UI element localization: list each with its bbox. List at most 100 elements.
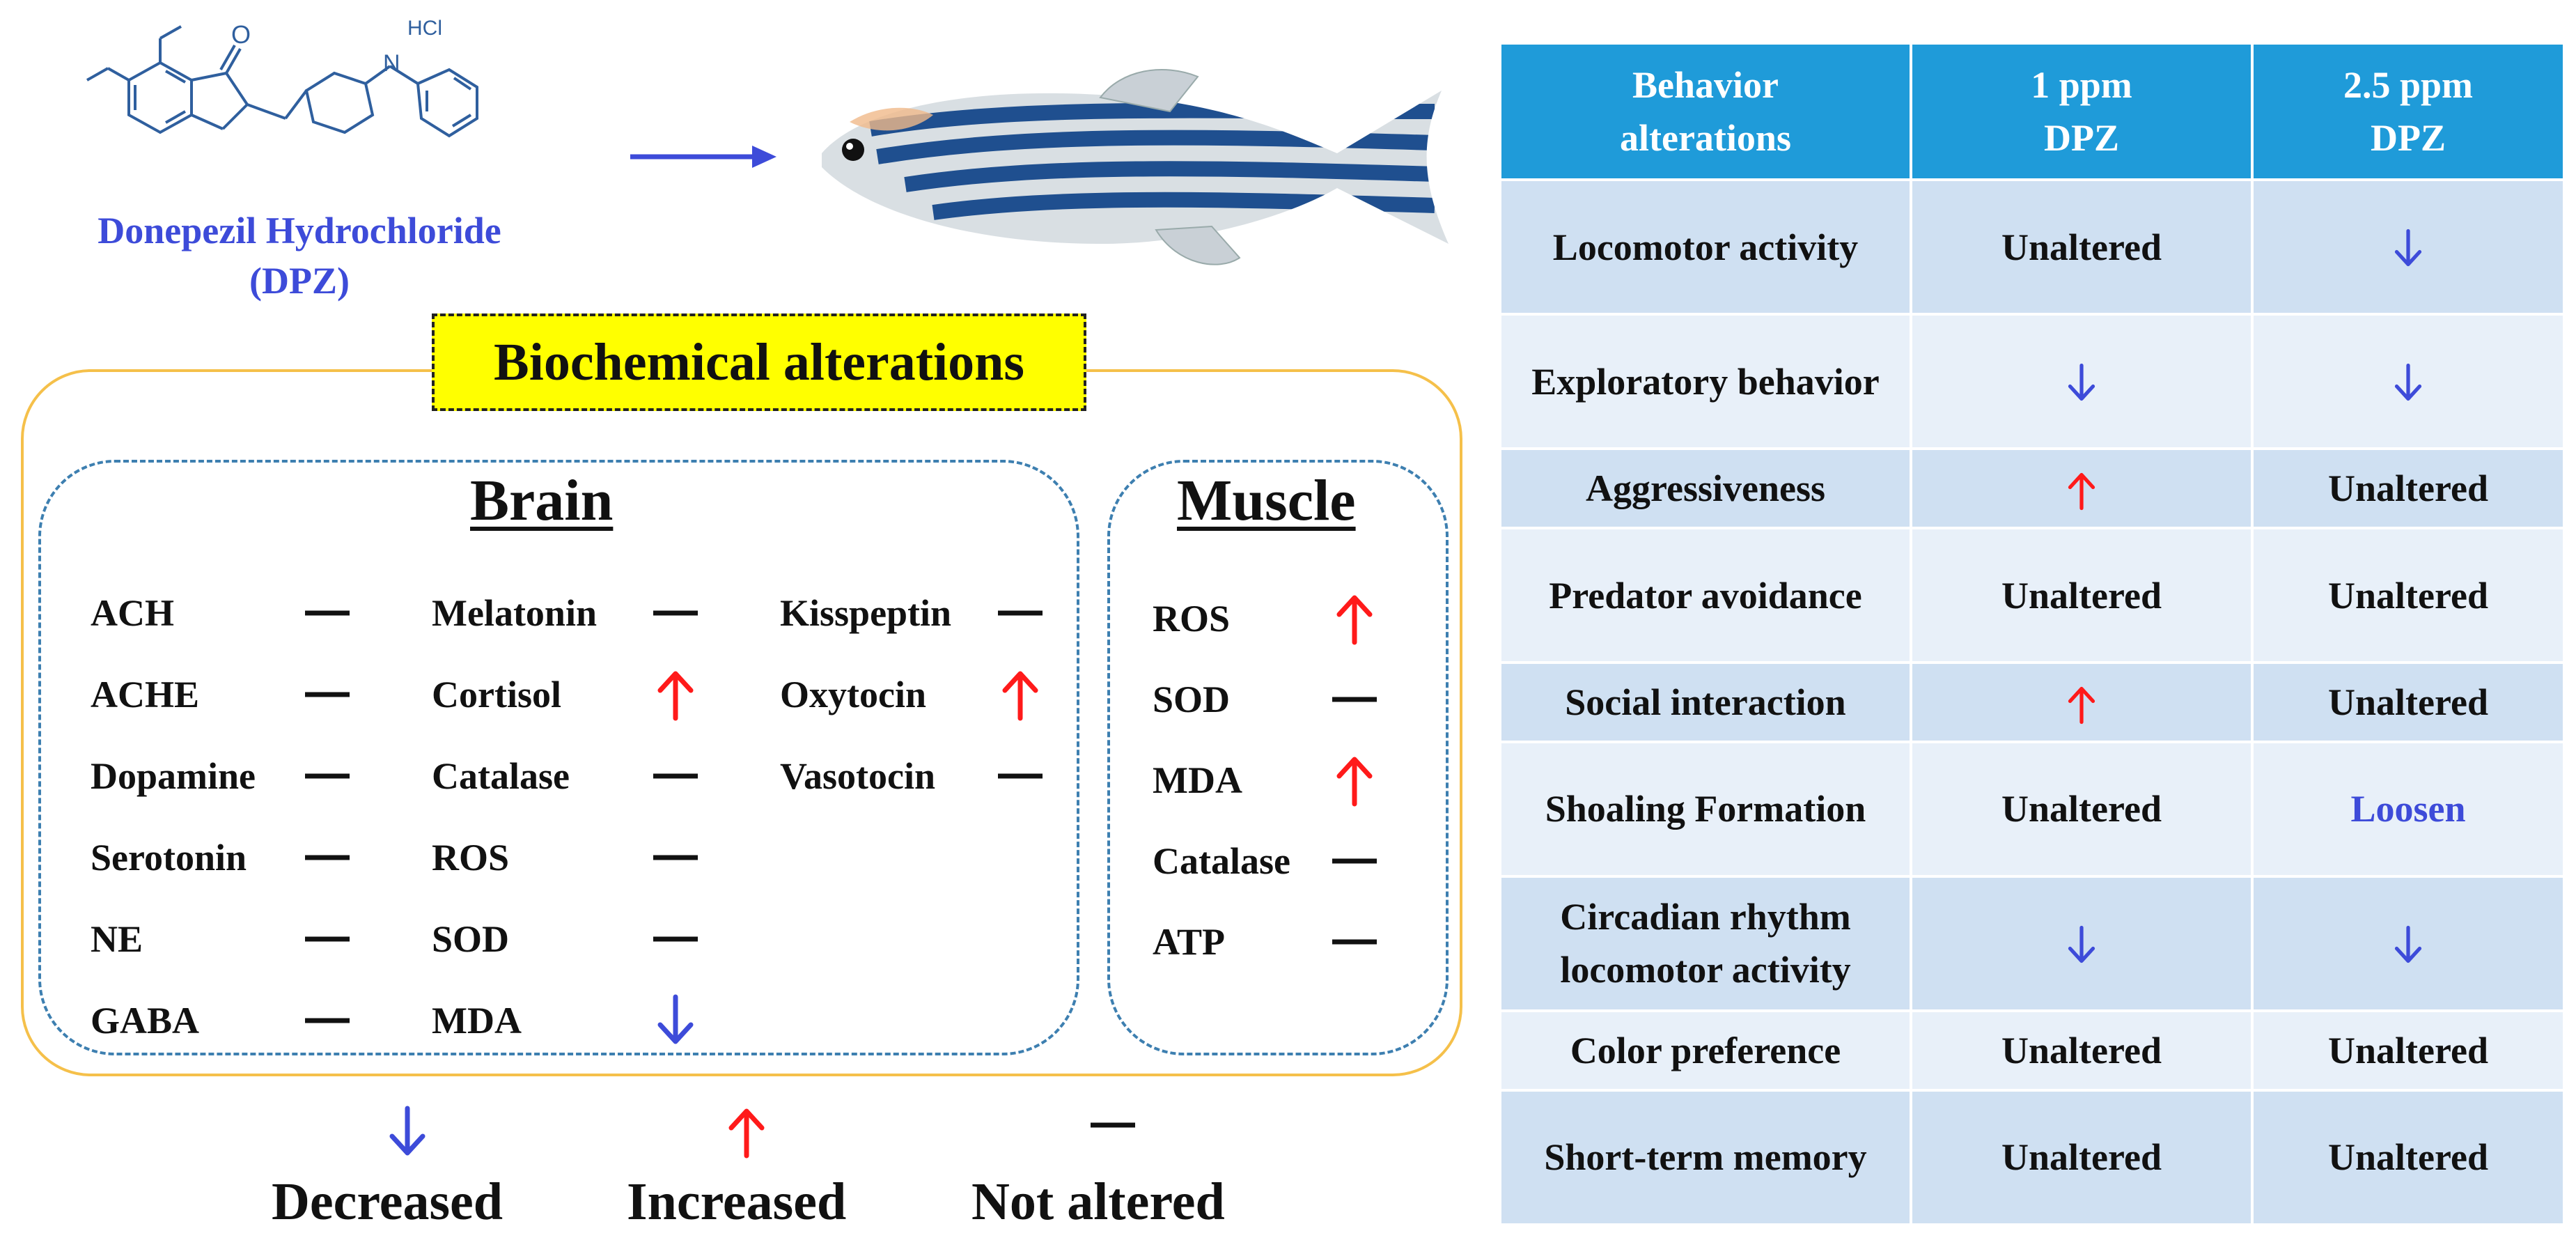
- table-row: Circadian rhythm locomotor activity: [1499, 874, 2566, 1013]
- behavior-cell: Social interaction: [1499, 661, 1912, 743]
- dash-icon: [299, 748, 355, 804]
- up-arrow-icon: [992, 667, 1048, 722]
- ppm2-5-cell: Unaltered: [2251, 447, 2566, 529]
- brain-marker-label: MDA: [432, 1000, 522, 1041]
- donepezil-structure-diagram: O N HCl: [86, 17, 478, 138]
- dash-icon: [1327, 833, 1382, 889]
- legend-increased-icon: [719, 1104, 774, 1160]
- drug-name-line2: (DPZ): [249, 260, 350, 302]
- brain-marker-label: Dopamine: [91, 755, 256, 797]
- dash-icon: [1327, 672, 1382, 727]
- muscle-marker-label: MDA: [1153, 759, 1242, 801]
- drug-name-line1: Donepezil Hydrochloride: [97, 210, 501, 251]
- ppm1-cell: Unaltered: [1910, 740, 2254, 878]
- legend-increased-label: Increased: [627, 1172, 847, 1231]
- dash-icon: [1327, 914, 1382, 970]
- up-arrow-icon: [648, 667, 703, 722]
- legend-decreased-label: Decreased: [272, 1172, 504, 1231]
- ppm1-cell: Unaltered: [1910, 178, 2254, 316]
- brain-marker-label: ACH: [91, 592, 174, 634]
- brain-marker-label: Oxytocin: [780, 674, 926, 715]
- muscle-title: Muscle: [1177, 468, 1356, 533]
- dash-icon: [299, 911, 355, 967]
- dash-icon: [299, 667, 355, 722]
- down-arrow-icon: [648, 993, 703, 1048]
- dash-icon: [648, 585, 703, 641]
- brain-panel: [38, 460, 1079, 1055]
- behavior-cell: Shoaling Formation: [1499, 740, 1912, 878]
- dash-icon: [648, 748, 703, 804]
- brain-marker-label: ACHE: [91, 674, 200, 715]
- dash-icon: [992, 585, 1048, 641]
- behavior-cell: Short-term memory: [1499, 1088, 1912, 1227]
- dash-icon: [299, 993, 355, 1048]
- zebrafish-illustration: [822, 69, 1449, 265]
- brain-marker-label: NE: [91, 918, 143, 960]
- legend-not-altered-icon: [1085, 1097, 1141, 1153]
- hcl-label: HCl: [407, 17, 442, 40]
- ppm2-5-cell: Unaltered: [2251, 526, 2566, 665]
- ppm1-cell: Unaltered: [1910, 526, 2254, 665]
- table-row: Social interaction Unaltered: [1499, 661, 2566, 743]
- svg-text:N: N: [383, 50, 400, 77]
- dash-icon: [299, 830, 355, 885]
- brain-marker-label: Catalase: [432, 755, 570, 797]
- brain-marker-label: Serotonin: [91, 837, 247, 878]
- behavior-cell: Predator avoidance: [1499, 526, 1912, 665]
- down-arrow-icon: [2251, 313, 2566, 451]
- brain-title: Brain: [470, 468, 614, 533]
- up-arrow-icon: [1910, 447, 2254, 529]
- table-row: Exploratory behavior: [1499, 313, 2566, 451]
- dash-icon: [648, 830, 703, 885]
- muscle-panel: [1107, 460, 1449, 1055]
- down-arrow-icon: [2251, 178, 2566, 316]
- up-arrow-icon: [1327, 591, 1382, 646]
- brain-marker-label: Kisspeptin: [780, 592, 952, 634]
- legend-decreased-icon: [380, 1104, 435, 1160]
- ppm2-5-cell: Unaltered: [2251, 1088, 2566, 1227]
- up-arrow-icon: [1327, 752, 1382, 808]
- drug-name: Donepezil Hydrochloride (DPZ): [77, 206, 522, 306]
- down-arrow-icon: [1910, 313, 2254, 451]
- up-arrow-icon: [1910, 661, 2254, 743]
- down-arrow-icon: [2251, 874, 2566, 1013]
- ppm2-5-cell: Unaltered: [2251, 1009, 2566, 1092]
- ppm1-cell: Unaltered: [1910, 1009, 2254, 1092]
- dash-icon: [992, 748, 1048, 804]
- behavior-cell: Color preference: [1499, 1009, 1912, 1092]
- dash-icon: [648, 911, 703, 967]
- brain-marker-label: SOD: [432, 918, 510, 960]
- brain-marker-label: Cortisol: [432, 674, 561, 715]
- brain-marker-label: Vasotocin: [780, 755, 936, 797]
- dash-icon: [299, 585, 355, 641]
- muscle-marker-label: SOD: [1153, 679, 1231, 720]
- behavior-cell: Circadian rhythm locomotor activity: [1499, 874, 1912, 1013]
- table-row: Aggressiveness Unaltered: [1499, 447, 2566, 529]
- muscle-marker-label: ROS: [1153, 598, 1231, 640]
- muscle-marker-label: Catalase: [1153, 840, 1290, 882]
- ppm2-5-cell: Unaltered: [2251, 661, 2566, 743]
- behavior-cell: Aggressiveness: [1499, 447, 1912, 529]
- behavior-cell: Exploratory behavior: [1499, 313, 1912, 451]
- legend-not-altered-label: Not altered: [971, 1172, 1225, 1231]
- brain-marker-label: Melatonin: [432, 592, 597, 634]
- down-arrow-icon: [1910, 874, 2254, 1013]
- muscle-marker-label: ATP: [1153, 921, 1225, 963]
- behavior-cell: Locomotor activity: [1499, 178, 1912, 316]
- exposure-arrow: [630, 146, 776, 168]
- biochemical-title: Biochemical alterations: [432, 313, 1086, 411]
- brain-marker-label: ROS: [432, 837, 510, 878]
- ppm1-cell: Unaltered: [1910, 1088, 2254, 1227]
- ppm2-5-cell: Loosen: [2251, 740, 2566, 878]
